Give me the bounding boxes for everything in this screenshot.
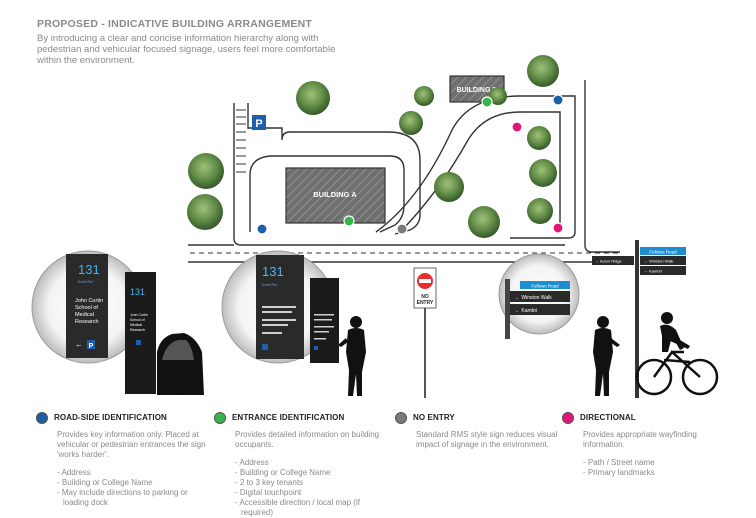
trees — [187, 55, 559, 238]
building-a: BUILDING A — [285, 167, 386, 224]
map-markers — [256, 94, 564, 235]
legend-item: Primary landmarks — [583, 468, 738, 478]
legend-item: Path / Street name — [583, 458, 738, 468]
dir-lens-line1: ← Winston Walk — [515, 295, 552, 301]
entrance-totem — [310, 278, 339, 363]
legend-item: Digital touchpoint — [235, 488, 390, 498]
roadside-dot-icon — [36, 412, 48, 424]
fingerpost-left: ← Acton Ridge — [595, 259, 622, 264]
legend-item: Building or College Name — [235, 468, 390, 478]
legend-list: Address Building or College Name May inc… — [57, 468, 212, 508]
totem-number: 131 — [130, 287, 145, 297]
entrance-number: 131 — [262, 264, 284, 279]
legend-title: ROAD-SIDE IDENTIFICATION — [54, 413, 167, 422]
entrance-sign-lens: 131 Kent Rd — [221, 250, 335, 364]
legend-title: NO ENTRY — [413, 413, 455, 422]
legend-desc: Provides appropriate wayfinding informat… — [583, 430, 697, 449]
directional-dot-icon — [562, 412, 574, 424]
entrance-dot-icon — [214, 412, 226, 424]
entrance-text-lines — [262, 306, 296, 334]
legend-desc: Provides detailed information on buildin… — [235, 430, 380, 449]
car-silhouette — [157, 333, 204, 395]
fingerpost-header: Fellows Road — [649, 250, 677, 255]
marker-directional-2 — [552, 222, 564, 234]
parking-label: P — [255, 118, 262, 130]
legend-desc: Standard RMS style sign reduces visual i… — [416, 430, 558, 449]
fingerpost-right1: ← Winston Walk — [644, 259, 673, 264]
no-entry-dot-icon — [395, 412, 407, 424]
parking-small-icon — [87, 340, 95, 349]
legend-title: DIRECTIONAL — [580, 413, 636, 422]
legend-item: Address — [235, 458, 390, 468]
marker-roadside-a — [256, 223, 268, 235]
directional-fingerpost: Fellows Road ← Winston Walk ← Kambri ← A… — [592, 240, 686, 398]
intro-text: By introducing a clear and concise infor… — [37, 33, 336, 66]
building-b-label: BUILDING B — [457, 87, 498, 94]
roadside-street: Kent Rd — [78, 279, 92, 284]
legend-item: Accessible direction / local map (if req… — [235, 498, 390, 518]
marker-entrance-b — [481, 96, 493, 108]
page-title: PROPOSED - INDICATIVE BUILDING ARRANGEME… — [37, 18, 312, 30]
roadside-number: 131 — [78, 262, 100, 277]
parking-bays — [236, 109, 246, 173]
marker-no-entry — [396, 223, 408, 235]
legend-list: Address Building or College Name 2 to 3 … — [235, 458, 390, 518]
fingerpost-right2: ← Kambri — [644, 269, 662, 274]
entrance-street: Kent Rd — [262, 282, 276, 287]
building-a-label: BUILDING A — [313, 190, 357, 199]
legend-list: Path / Street name Primary landmarks — [583, 458, 738, 478]
legend-item: Address — [57, 468, 212, 478]
dir-lens-header: Fellows Road — [531, 284, 559, 289]
marker-entrance-a — [343, 215, 355, 227]
legend-no-entry: NO ENTRY Standard RMS style sign reduces… — [395, 412, 571, 450]
legend-title: ENTRANCE IDENTIFICATION — [232, 413, 345, 422]
dir-lens-line2: ← Kambri — [515, 308, 537, 314]
cyclist-silhouette — [635, 312, 719, 396]
pedestrian-silhouette-2 — [593, 316, 620, 396]
arrow-left-icon: ← — [75, 340, 83, 349]
parking-icon — [252, 115, 266, 130]
marker-directional-1 — [511, 121, 523, 133]
legend-item: Building or College Name — [57, 478, 212, 488]
legend-desc: Provides key information only. Placed at… — [57, 430, 206, 459]
roadside-parking-label: P — [89, 343, 94, 350]
legend-item: 2 to 3 key tenants — [235, 478, 390, 488]
directional-sign-lens: Fellows Road ← Winston Walk ← Kambri — [498, 253, 580, 339]
legend-directional: DIRECTIONAL Provides appropriate wayfind… — [562, 412, 738, 478]
marker-roadside-b — [552, 94, 564, 106]
pedestrian-silhouette-1 — [338, 316, 366, 396]
legend-roadside: ROAD-SIDE IDENTIFICATION Provides key in… — [36, 412, 212, 508]
legend-entrance: ENTRANCE IDENTIFICATION Provides detaile… — [214, 412, 390, 518]
legend-item: May include directions to parking or loa… — [57, 488, 212, 508]
